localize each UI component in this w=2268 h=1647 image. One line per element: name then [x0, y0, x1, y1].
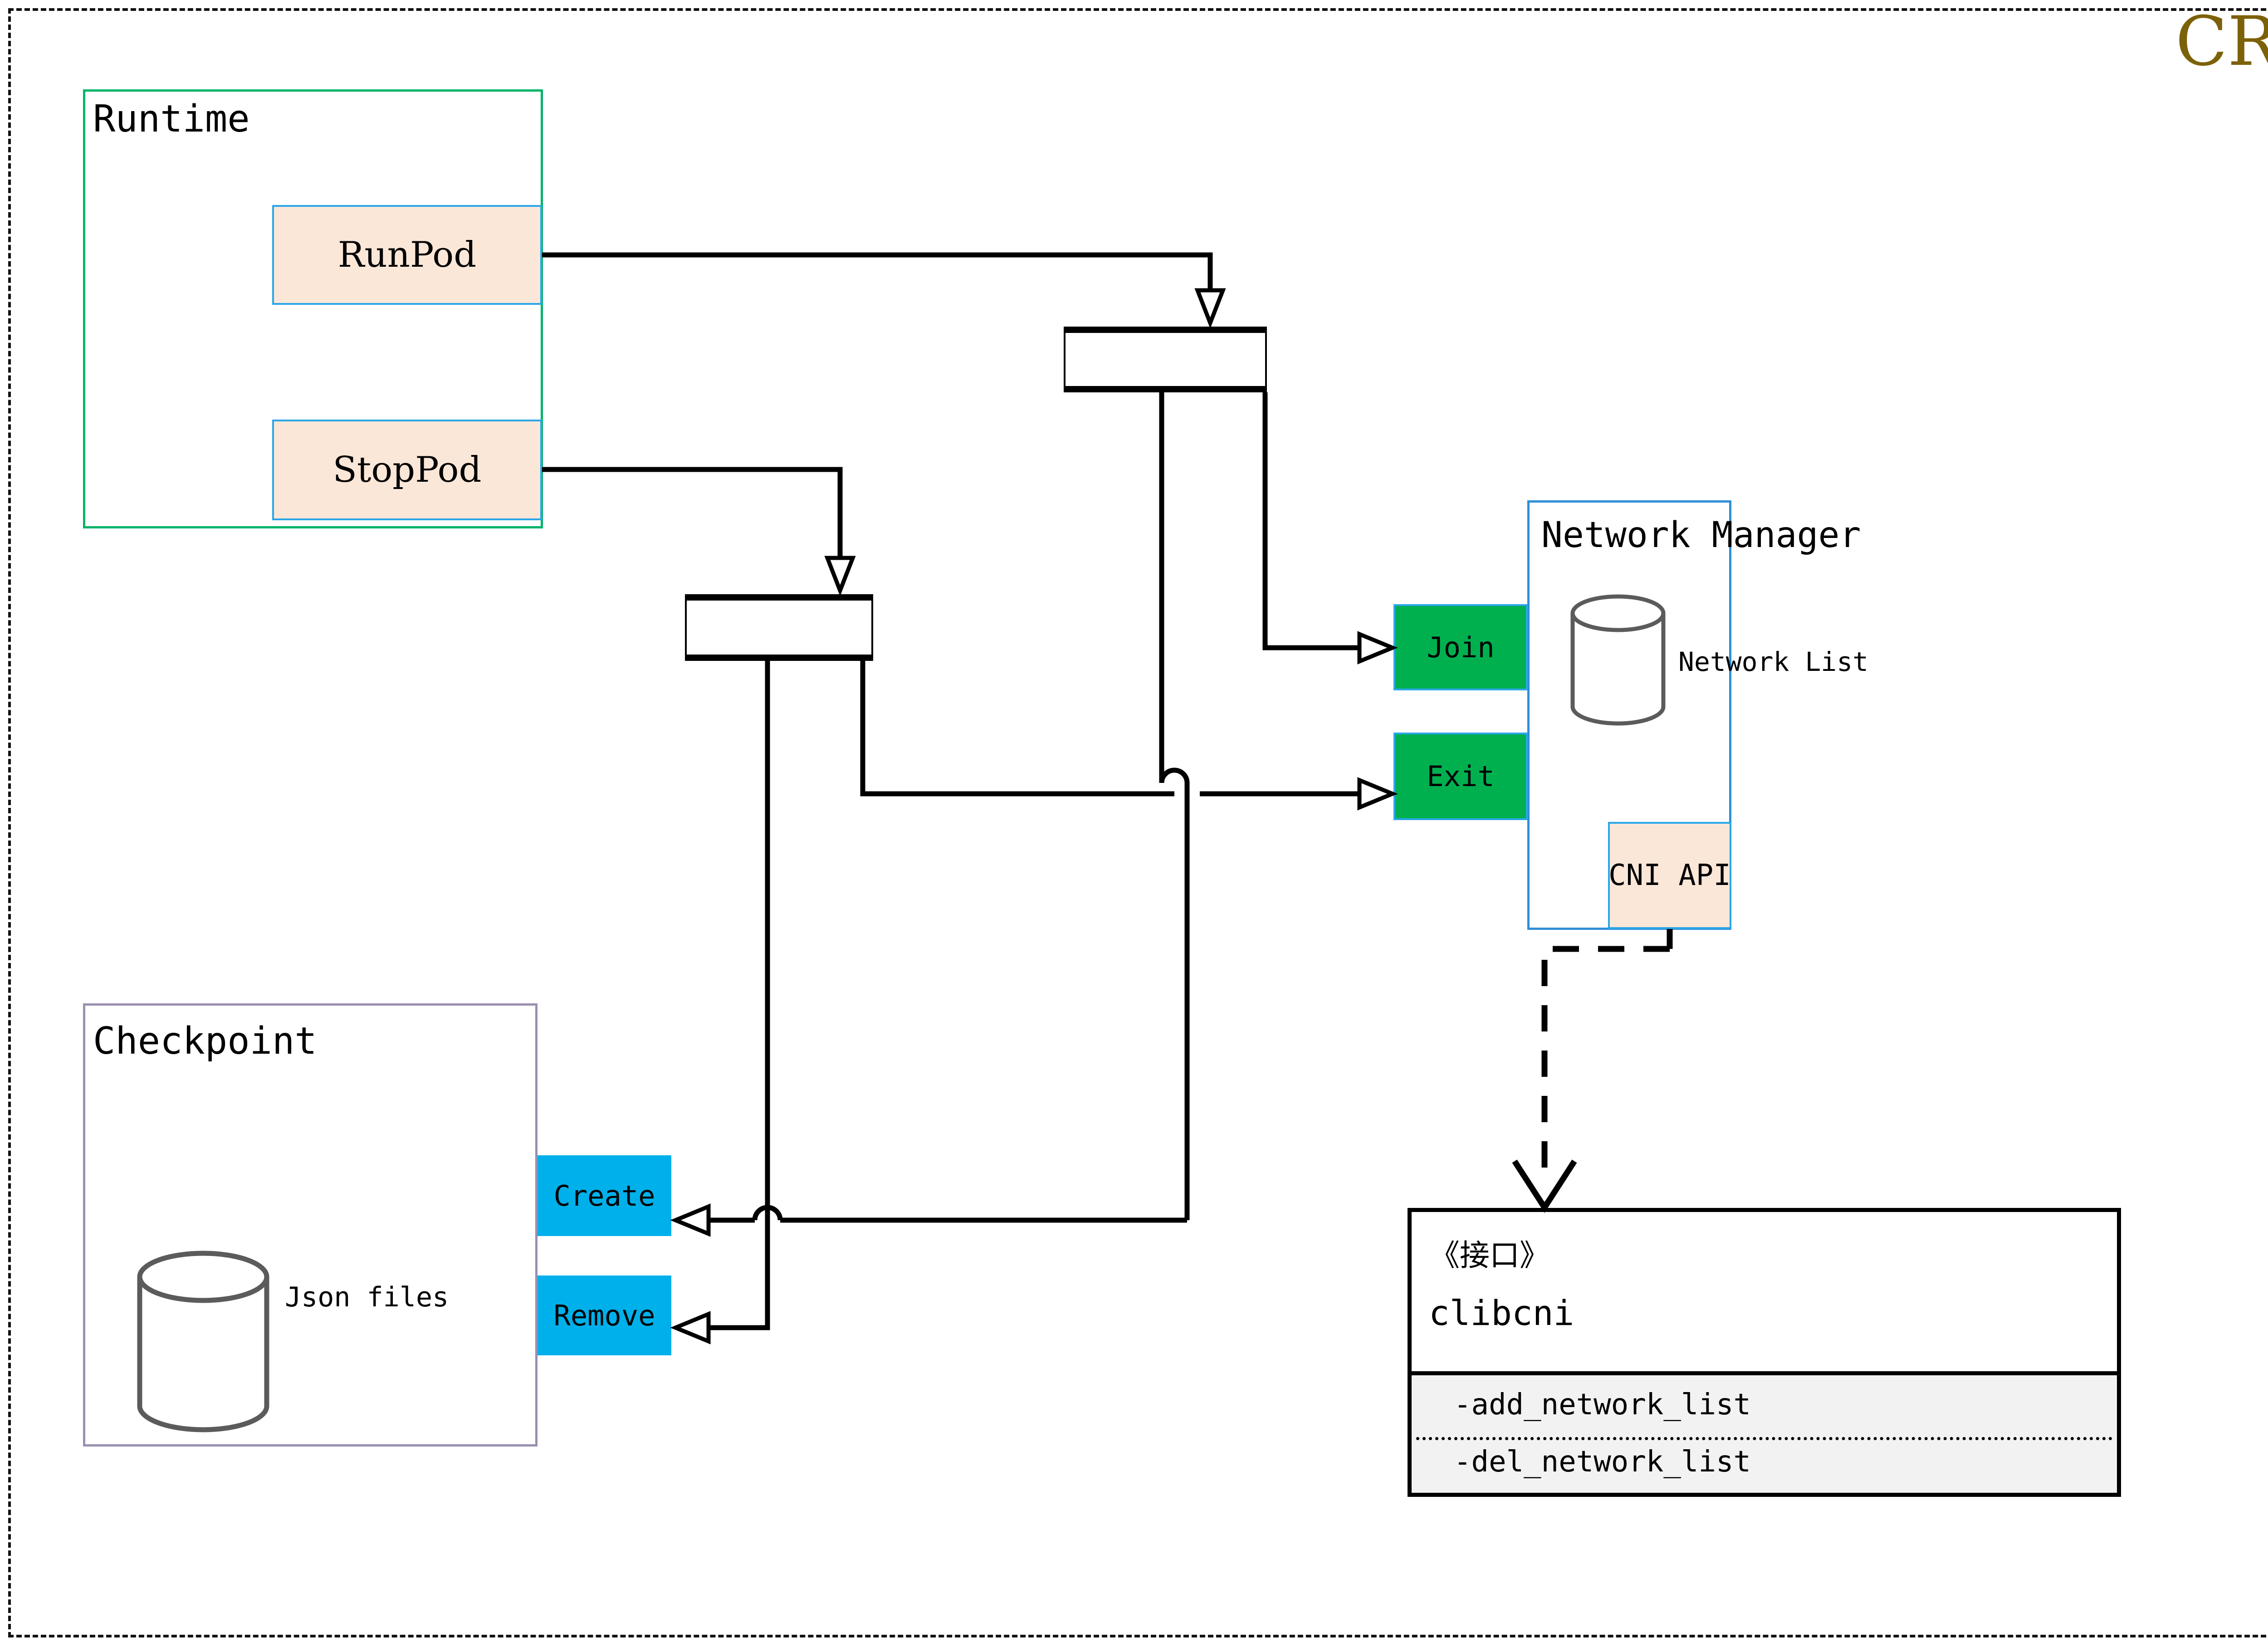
page-frame-dashed — [8, 8, 2268, 1637]
network-list-label: Network List — [1678, 646, 1869, 677]
interface-methods-compartment — [1412, 1375, 2117, 1493]
node-join[interactable]: Join — [1393, 604, 1528, 690]
node-runpod[interactable]: RunPod — [272, 205, 542, 305]
interface-method-del: -del_network_list — [1454, 1445, 1751, 1479]
interface-method-separator — [1416, 1437, 2112, 1440]
node-create-label: Create — [553, 1179, 655, 1212]
cylinder-icon — [1570, 594, 1666, 726]
cylinder-icon — [137, 1251, 269, 1432]
interface-stereotype: 《接口》 — [1430, 1238, 1549, 1273]
node-cni-api-label: CNI API — [1608, 859, 1731, 892]
interface-header — [1412, 1212, 2117, 1375]
interface-method-add: -add_network_list — [1454, 1388, 1751, 1422]
fork-bar-bottom — [685, 594, 873, 661]
node-create[interactable]: Create — [538, 1155, 671, 1236]
node-remove-label: Remove — [553, 1299, 655, 1332]
group-network-manager-label: Network Manager — [1541, 515, 1861, 556]
network-list-datastore — [1566, 594, 1670, 730]
node-exit[interactable]: Exit — [1393, 733, 1528, 820]
json-files-label: Json files — [285, 1281, 449, 1313]
node-remove[interactable]: Remove — [538, 1276, 671, 1355]
node-stoppod-label: StopPod — [332, 450, 482, 490]
node-join-label: Join — [1427, 630, 1495, 664]
page-title: CRI — [2175, 2, 2268, 81]
json-files-datastore — [131, 1250, 276, 1440]
interface-name: clibcni — [1429, 1293, 1574, 1333]
node-runpod-label: RunPod — [337, 235, 477, 275]
fork-bar-top — [1064, 327, 1267, 392]
node-stoppod[interactable]: StopPod — [272, 420, 542, 520]
interface-clibcni: 《接口》 clibcni -add_network_list -del_netw… — [1408, 1208, 2121, 1497]
node-exit-label: Exit — [1427, 760, 1495, 793]
node-cni-api[interactable]: CNI API — [1608, 822, 1731, 929]
group-runtime-label: Runtime — [93, 98, 250, 141]
group-checkpoint-label: Checkpoint — [93, 1020, 317, 1063]
